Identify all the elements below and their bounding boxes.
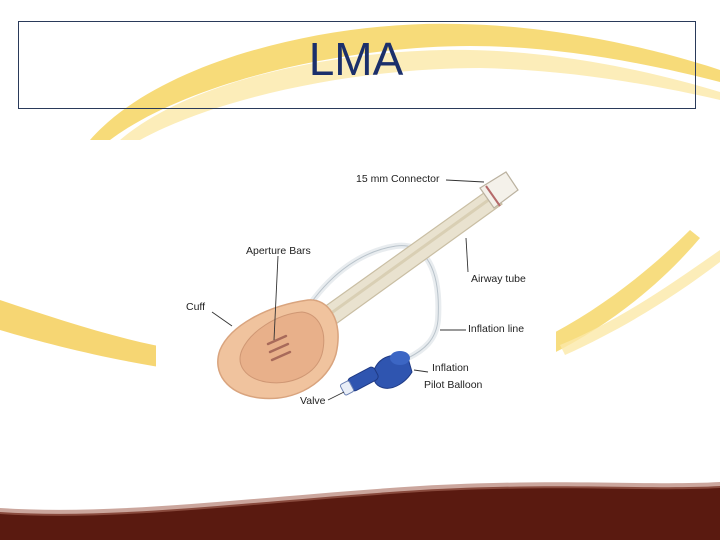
right-gold-swoosh-light [560,250,720,355]
valve [339,366,379,396]
label-inflation-line: Inflation line [468,323,525,335]
connector-15mm [479,171,519,209]
label-inflation: Inflation [432,362,469,374]
lma-diagram: 15 mm Connector Aperture Bars Airway tub… [156,160,556,420]
connector-ring [485,185,501,207]
top-gold-swoosh-light [120,49,720,140]
leader-valve [327,391,345,401]
label-cuff: Cuff [186,301,206,313]
leader-airway [465,237,469,273]
leader-pilot-balloon [413,369,429,373]
slide-title: LMA [308,33,404,85]
airway-tube-stripe [315,194,495,326]
label-pilot-balloon: Pilot Balloon [424,379,483,391]
top-gold-swoosh [90,23,720,140]
leader-lines [211,179,485,401]
footer-brown-wave [0,486,720,540]
lma-device-illustration [156,160,556,420]
footer-highlight [0,482,720,516]
right-gold-swoosh [540,230,700,355]
aperture-bars [266,334,292,362]
left-gold-swoosh [0,300,180,370]
inflation-pilot-balloon [372,351,413,389]
leader-connector [445,179,485,183]
title-box [18,21,696,109]
label-aperture-bars: Aperture Bars [246,245,311,257]
label-valve: Valve [300,395,326,407]
leader-aperture [273,255,279,341]
leader-cuff [211,311,233,327]
label-15mm-connector: 15 mm Connector [356,173,440,185]
label-airway-tube: Airway tube [471,273,526,285]
